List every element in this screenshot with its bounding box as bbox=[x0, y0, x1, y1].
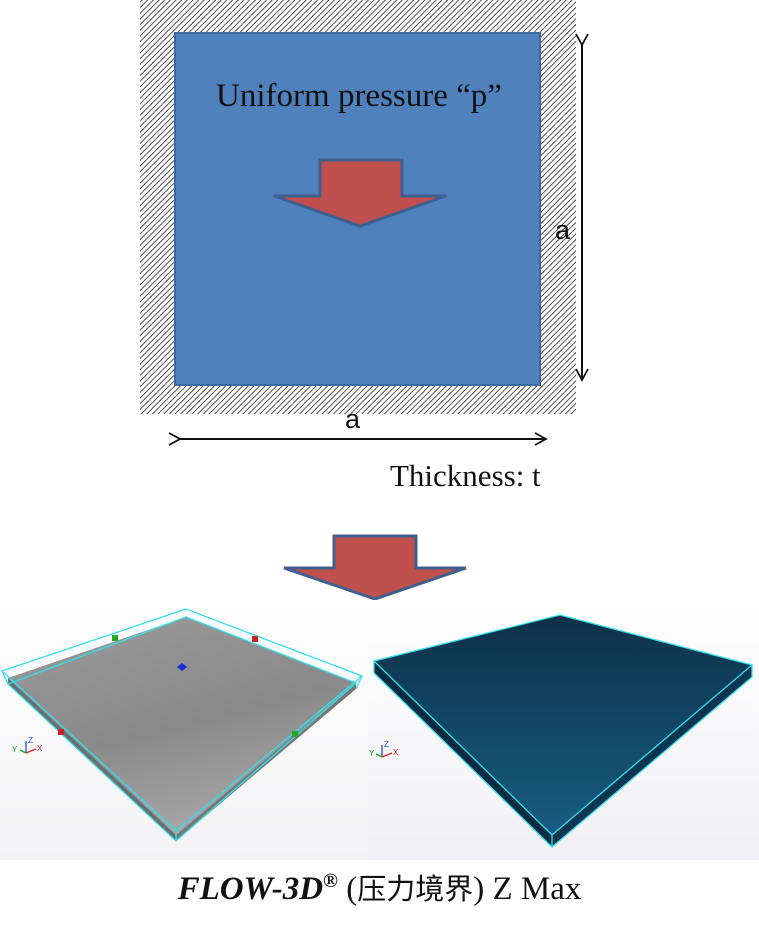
axis-label-x: X bbox=[37, 744, 43, 753]
axis-label-z: Z bbox=[28, 736, 33, 745]
figure-caption: FLOW-3D® (压力境界) Z Max bbox=[0, 866, 759, 908]
axis-label-y: Y bbox=[12, 745, 18, 754]
boundary-marker bbox=[112, 635, 118, 641]
caption-rest: ) Z Max bbox=[473, 871, 582, 907]
boundary-marker bbox=[177, 663, 187, 671]
caption-cjk: 压力境界 bbox=[357, 872, 474, 906]
plate-label: Uniform pressure “p” bbox=[216, 78, 502, 114]
domain-wireframe-solid bbox=[372, 614, 754, 848]
thickness-label: Thickness: t bbox=[390, 458, 541, 493]
plate-schematic bbox=[140, 0, 589, 600]
grey-plate-side bbox=[8, 678, 176, 841]
dark-plate-side bbox=[374, 661, 552, 847]
caption-reg-mark: ® bbox=[323, 870, 338, 892]
transition-arrow-icon bbox=[283, 534, 467, 600]
caption-open-paren: ( bbox=[338, 871, 358, 907]
boundary-marker bbox=[292, 731, 298, 737]
caption-brand: FLOW-3D bbox=[177, 871, 324, 907]
simulation-view-mesh: Y Z X bbox=[0, 603, 368, 860]
axis-label-x: X bbox=[393, 748, 399, 757]
boundary-marker bbox=[58, 729, 64, 735]
axis-triad-icon bbox=[375, 745, 393, 758]
axis-label-z: Z bbox=[384, 740, 389, 749]
simulation-view-solid: Y Z X bbox=[368, 603, 759, 860]
dark-plate-top bbox=[374, 615, 752, 835]
axis-triad-icon bbox=[19, 741, 37, 754]
axis-label-y: Y bbox=[369, 749, 375, 758]
boundary-marker bbox=[252, 636, 258, 642]
pressure-arrow-icon bbox=[273, 158, 447, 228]
dimension-label-bottom: a bbox=[345, 404, 361, 434]
dimension-label-side: a bbox=[555, 215, 571, 245]
grey-plate-top bbox=[8, 617, 356, 835]
domain-wireframe bbox=[0, 608, 364, 842]
